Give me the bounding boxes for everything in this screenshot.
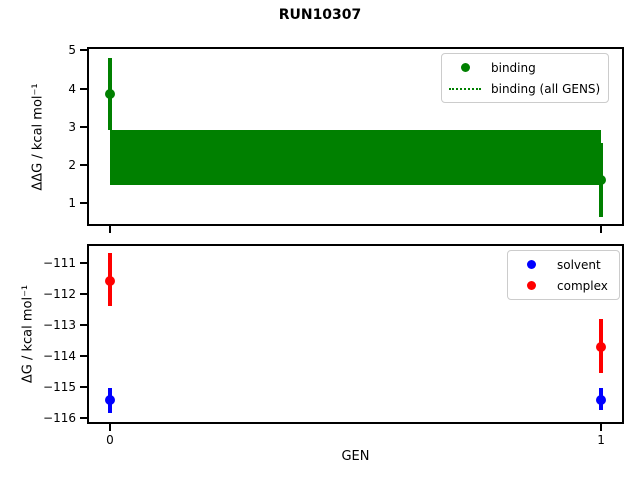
y-tick-label: 1	[68, 196, 76, 211]
y-tick-mark	[80, 385, 87, 388]
x-tick-mark	[108, 226, 111, 233]
legend-label: binding	[491, 60, 536, 75]
y-tick-label: 5	[68, 43, 76, 58]
y-tick-label: −113	[43, 318, 76, 333]
y-tick-label: 2	[68, 157, 76, 172]
legend-entry: binding	[446, 57, 604, 78]
y-tick-mark	[80, 163, 87, 166]
x-tick-mark	[600, 424, 603, 431]
dot-glyph	[460, 63, 470, 72]
y-tick-label: 4	[68, 81, 76, 96]
axes-frame	[87, 47, 624, 226]
y-tick-label: −115	[43, 379, 76, 394]
x-tick-label: 0	[106, 433, 114, 447]
confidence-band	[109, 130, 602, 185]
legend-box: binding binding (all GENS)	[441, 53, 609, 103]
data-point-marker	[104, 395, 115, 406]
y-tick-mark	[80, 49, 87, 52]
x-axis-label: GEN	[341, 449, 370, 464]
chart-title: RUN10307	[278, 7, 362, 23]
y-tick-label: −111	[43, 256, 76, 271]
y-tick-mark	[80, 262, 87, 265]
y-axis-label: ΔG / kcal mol⁻¹	[20, 284, 36, 384]
x-tick-mark	[108, 424, 111, 431]
y-tick-label: −114	[43, 348, 76, 363]
data-point-marker	[104, 275, 115, 286]
axes-frame	[87, 244, 624, 424]
y-tick-label: 3	[68, 119, 76, 134]
y-tick-mark	[80, 87, 87, 90]
y-tick-mark	[80, 324, 87, 327]
y-tick-label: −116	[43, 410, 76, 425]
data-point-marker	[596, 341, 607, 352]
data-point-marker	[596, 174, 607, 185]
data-point-marker	[596, 394, 607, 405]
y-tick-mark	[80, 125, 87, 128]
legend-entry: complex	[512, 275, 615, 296]
legend-dot-icon	[512, 281, 550, 290]
legend-entry: binding (all GENS)	[446, 78, 604, 99]
legend-label: solvent	[557, 257, 601, 272]
legend-box: solvent complex	[507, 250, 620, 300]
legend-label: complex	[557, 278, 608, 293]
y-tick-label: −112	[43, 287, 76, 302]
y-tick-mark	[80, 202, 87, 205]
legend-entry: solvent	[512, 254, 615, 275]
dotted-line-glyph	[449, 87, 481, 90]
x-tick-label: 1	[597, 433, 605, 447]
data-point-marker	[104, 89, 115, 100]
dot-glyph	[526, 281, 536, 290]
y-tick-mark	[80, 416, 87, 419]
legend-dotted-line-icon	[446, 87, 484, 90]
y-tick-mark	[80, 293, 87, 296]
y-axis-label: ΔΔG / kcal mol⁻¹	[30, 82, 46, 191]
legend-label: binding (all GENS)	[491, 81, 601, 96]
legend-dot-icon	[446, 63, 484, 72]
dot-glyph	[526, 260, 536, 269]
legend-dot-icon	[512, 260, 550, 269]
x-tick-mark	[600, 226, 603, 233]
y-tick-mark	[80, 354, 87, 357]
